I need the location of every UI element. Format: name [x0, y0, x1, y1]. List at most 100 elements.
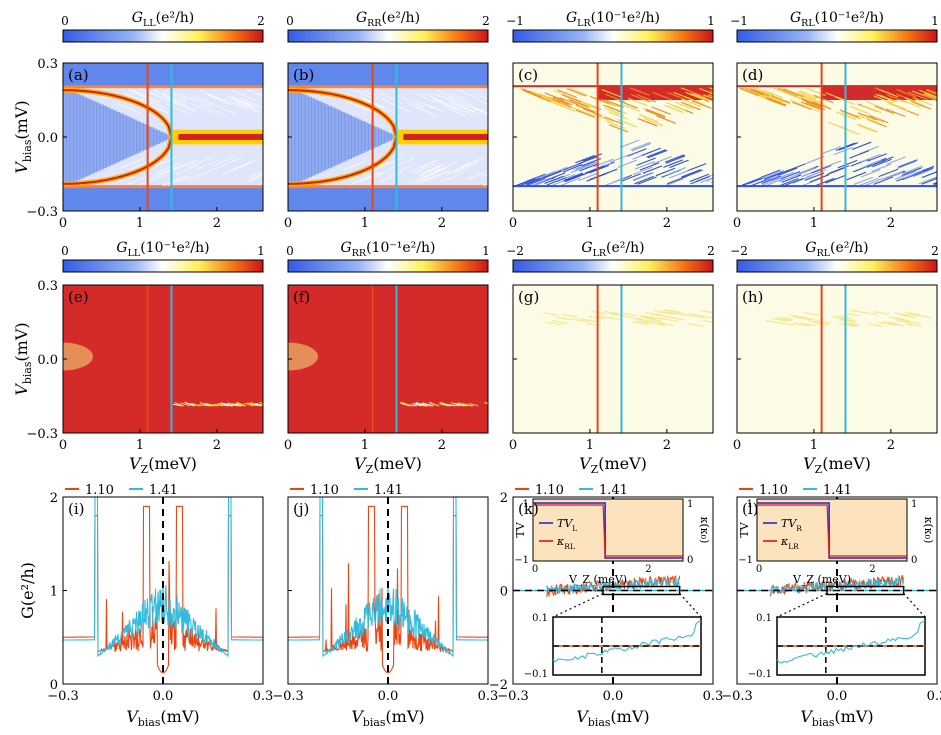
- x-axis-label: Vbias(mV): [351, 707, 424, 729]
- heat-texture: [231, 96, 255, 107]
- heat-texture: [709, 321, 713, 323]
- heat-cell: [298, 92, 302, 182]
- heat-cell: [384, 131, 389, 143]
- heat-texture: [262, 98, 263, 100]
- heat-texture: [199, 404, 209, 407]
- panel-label: (k): [518, 500, 539, 518]
- heat-texture: [191, 103, 216, 114]
- heat-texture: [886, 101, 906, 110]
- heat-texture: [681, 98, 701, 107]
- heat-texture: [739, 87, 760, 97]
- inset-left-tick: −1: [514, 555, 529, 566]
- heat-texture: [371, 102, 395, 114]
- heat-texture: [688, 323, 704, 327]
- heat-texture: [584, 165, 605, 174]
- heat-texture: [467, 170, 488, 180]
- zoom-region: [602, 585, 681, 596]
- heat-texture: [655, 167, 676, 177]
- heat-texture: [821, 160, 842, 169]
- heat-cell: [113, 110, 117, 164]
- heat-texture: [799, 316, 815, 321]
- heat-texture: [162, 175, 186, 187]
- colorbar: [736, 29, 938, 43]
- heat-texture: [837, 159, 858, 169]
- heat-texture: [365, 91, 389, 102]
- heat-texture: [779, 177, 799, 187]
- x-tick-label: 1: [136, 438, 144, 453]
- heat-texture: [794, 316, 811, 321]
- heat-cell: [341, 111, 346, 163]
- colorbar-min: 0: [286, 14, 294, 28]
- colorbar-max: 2: [482, 14, 490, 28]
- heat-texture: [882, 171, 903, 181]
- heat-texture: [411, 98, 436, 110]
- series-red: [288, 505, 488, 674]
- heat-texture: [379, 171, 403, 183]
- x-tick-label: 0.3: [927, 689, 941, 704]
- x-tick-label: 2: [213, 438, 221, 453]
- heat-texture: [878, 94, 899, 103]
- heat-texture: [878, 88, 899, 98]
- heat-cell: [391, 134, 396, 140]
- heat-texture: [799, 103, 820, 113]
- heat-texture: [372, 159, 397, 171]
- heat-texture: [605, 316, 622, 321]
- heat-texture: [200, 90, 224, 101]
- heat-texture: [120, 157, 145, 169]
- heat-cell: [99, 104, 104, 170]
- colorbar-min: −2: [730, 244, 748, 258]
- x-tick-label: 1: [586, 216, 594, 231]
- heat-cell: [83, 96, 87, 178]
- inset-right-tick: 0: [911, 555, 917, 566]
- y-tick-label: 0.3: [37, 279, 58, 294]
- heat-texture: [532, 178, 553, 187]
- heat-texture: [664, 104, 684, 114]
- heat-blob: [288, 342, 318, 371]
- heat-branch: [63, 136, 173, 185]
- inset-legend-tv-label: TVL: [557, 517, 577, 533]
- heat-texture: [903, 165, 923, 174]
- heat-texture: [601, 89, 622, 98]
- zoom-connector: [903, 593, 926, 618]
- heat-texture: [873, 176, 894, 185]
- heat-texture: [562, 162, 583, 171]
- panel-label: (f): [293, 288, 310, 306]
- heat-texture: [907, 91, 928, 101]
- heat-texture: [413, 105, 437, 117]
- x-axis-label: VZ(meV): [354, 454, 422, 476]
- y-tick-label: −0.3: [26, 205, 58, 220]
- heat-texture: [124, 92, 148, 103]
- heatmap-body: [737, 285, 937, 433]
- heat-texture: [691, 100, 712, 109]
- heat-texture: [772, 317, 788, 322]
- heat-texture: [658, 322, 674, 327]
- heat-texture: [563, 172, 584, 181]
- inset-kappa-curve: [533, 504, 683, 557]
- x-tick-label: 0: [733, 438, 741, 453]
- heat-texture: [874, 105, 895, 115]
- heat-texture: [885, 108, 906, 117]
- heat-cell: [358, 119, 362, 155]
- heat-texture: [888, 102, 909, 112]
- heat-cell: [304, 95, 309, 179]
- heat-texture: [422, 162, 447, 174]
- heat-texture: [867, 153, 887, 162]
- heat-texture: [460, 156, 484, 168]
- heat-texture: [839, 323, 855, 327]
- heat-cell: [324, 104, 329, 170]
- heat-cell: [76, 93, 81, 181]
- heat-texture: [864, 100, 885, 110]
- heat-texture: [572, 318, 589, 323]
- x-tick-label: 0: [509, 438, 517, 453]
- heatmap-body: [63, 63, 263, 211]
- heat-texture: [551, 320, 568, 324]
- heat-texture: [195, 159, 220, 170]
- heat-texture: [750, 88, 770, 97]
- inset-left-tick: 1: [747, 499, 753, 510]
- heat-texture: [208, 404, 219, 407]
- heat-texture: [131, 158, 155, 170]
- heat-texture: [640, 315, 657, 319]
- x-tick-label: 2: [887, 438, 895, 453]
- y-tick-label: 0: [50, 678, 58, 693]
